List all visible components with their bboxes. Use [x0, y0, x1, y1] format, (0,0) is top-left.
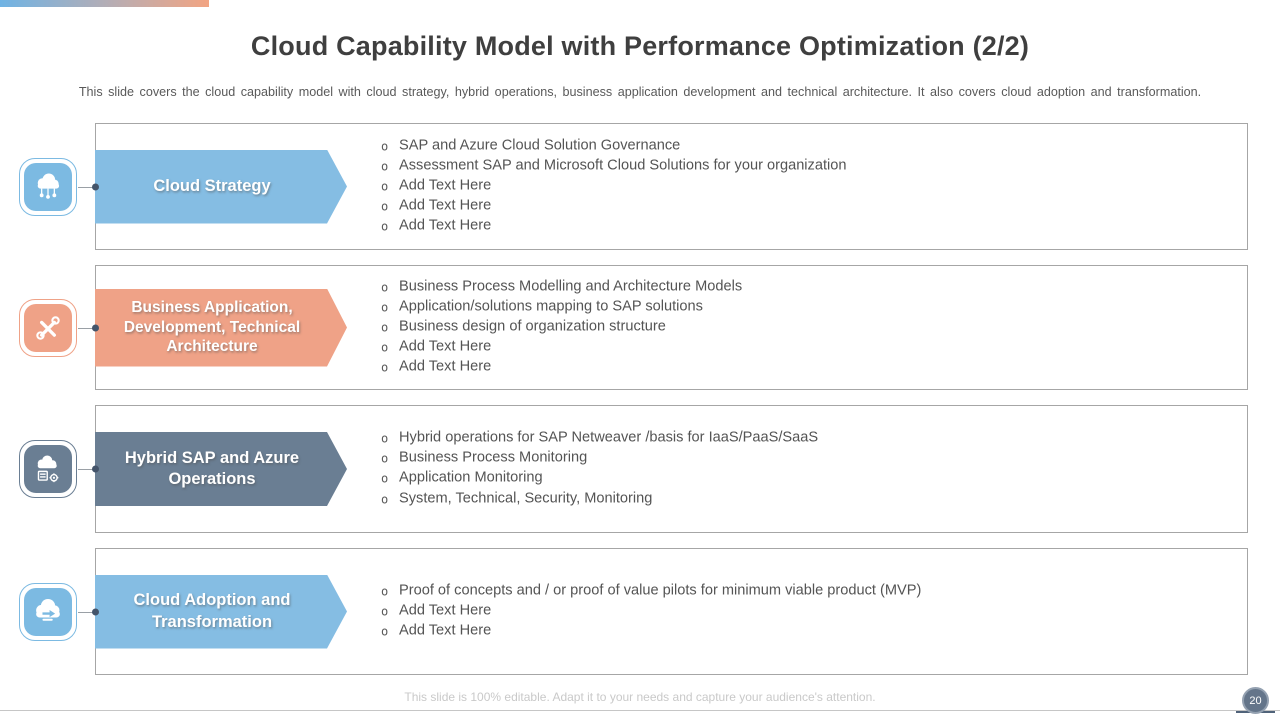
connector-line: [78, 186, 96, 188]
footer-divider: [0, 710, 1280, 711]
bullet-marker: o: [381, 279, 389, 294]
row-icon-frame: [19, 440, 77, 498]
bullet-marker: o: [381, 472, 389, 486]
editable-note: This slide is 100% editable. Adapt it to…: [404, 690, 876, 704]
bullet-marker: o: [381, 179, 389, 194]
bullet-marker: o: [381, 159, 389, 174]
cloud-network-icon: [24, 162, 72, 211]
category-arrow[interactable]: Business Application, Development, Techn…: [95, 289, 347, 367]
row-icon-frame: [19, 582, 77, 641]
bullet-marker: o: [381, 584, 389, 599]
bullet-marker: o: [381, 340, 389, 355]
bullet-marker: o: [381, 320, 389, 335]
page-title: Cloud Capability Model with Performance …: [250, 31, 1030, 61]
bullet-marker: o: [381, 431, 389, 446]
connector-dot: [92, 324, 99, 331]
bullet-marker: o: [381, 138, 389, 153]
connector-dot: [92, 608, 99, 615]
category-arrow[interactable]: Hybrid SAP and Azure Operations: [95, 432, 347, 506]
accent-gradient-bar: [0, 0, 209, 7]
bullet-marker: o: [381, 451, 389, 466]
cloud-server-gear-icon: [24, 445, 72, 493]
bullet-marker: o: [381, 360, 389, 375]
connector-dot: [92, 465, 99, 473]
row-icon-frame: [19, 157, 77, 216]
page-number-badge: 20: [1242, 687, 1269, 714]
category-arrow[interactable]: Cloud Adoption and Transformation: [95, 575, 347, 649]
bullet-marker: o: [381, 219, 389, 234]
connector-line: [78, 469, 96, 470]
bullet-marker: o: [381, 492, 389, 507]
row-icon-frame: [19, 298, 77, 357]
tools-icon: [24, 303, 72, 352]
connector-dot: [92, 183, 99, 190]
row-business-application: Business Application, Development, Techn…: [0, 265, 1280, 390]
bullet-marker: o: [381, 199, 389, 214]
bullet-marker: o: [381, 604, 389, 619]
cloud-migration-icon: [24, 587, 72, 636]
connector-line: [78, 327, 96, 329]
slide-description: This slide covers the cloud capability m…: [78, 85, 1202, 99]
category-arrow[interactable]: Cloud Strategy: [95, 150, 347, 224]
bullet-marker: o: [381, 300, 389, 315]
bullet-marker: o: [381, 624, 389, 639]
connector-line: [78, 611, 96, 613]
